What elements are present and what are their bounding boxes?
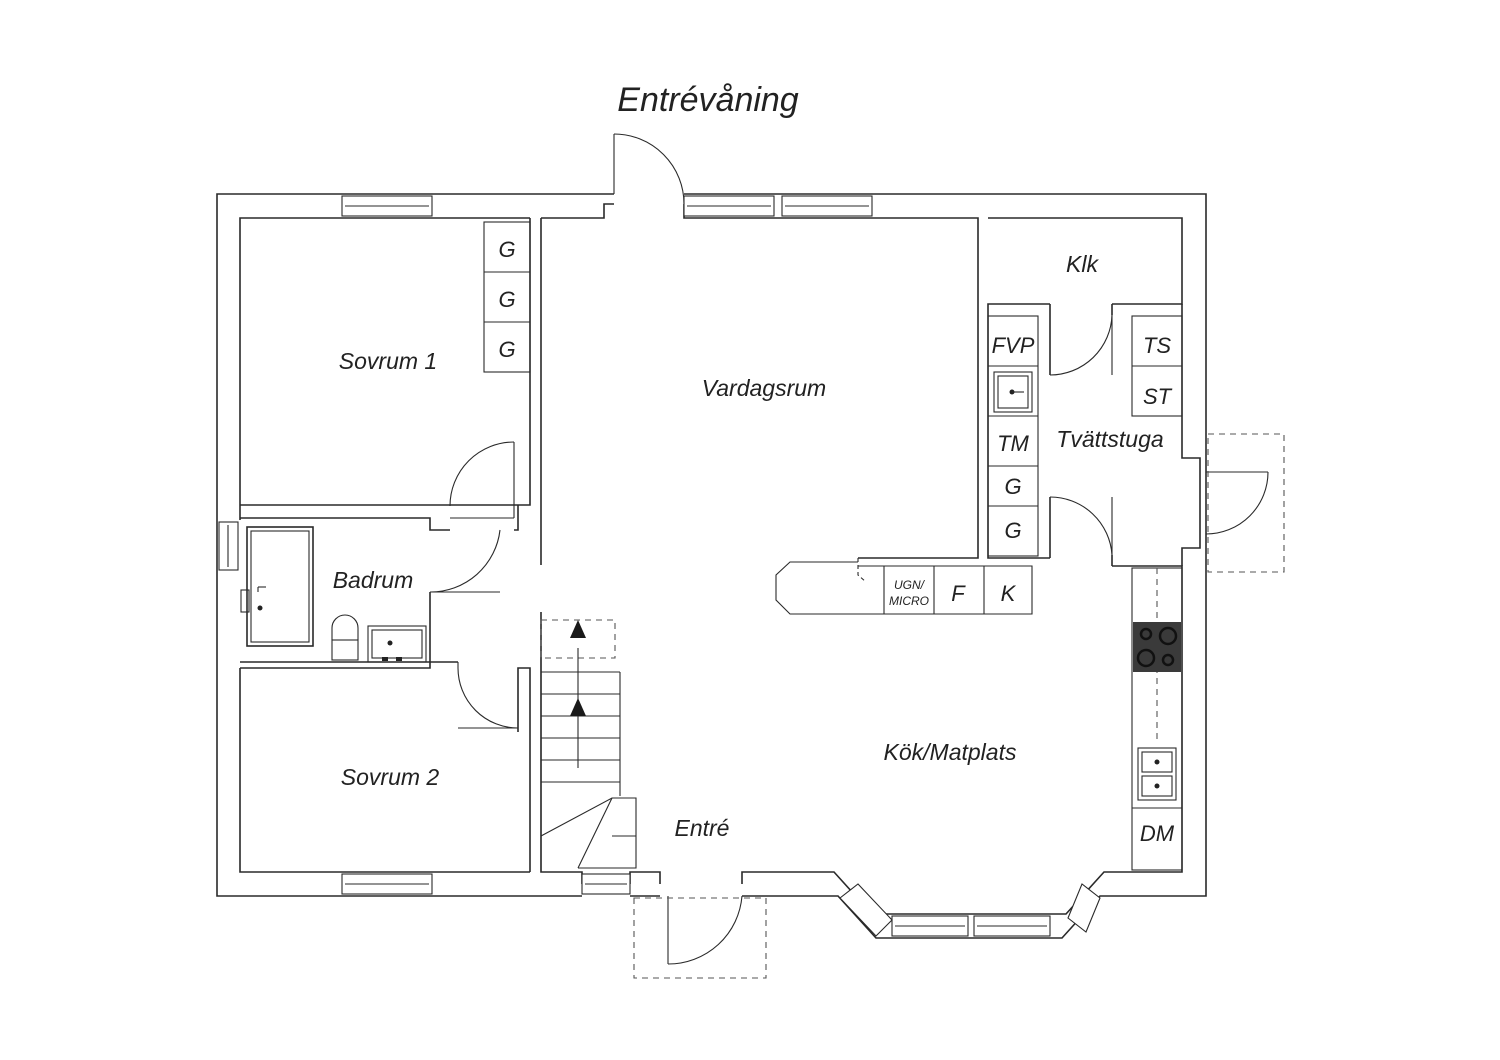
room-label-tvattstuga: Tvättstuga (1056, 426, 1163, 452)
room-label-klk: Klk (1066, 251, 1099, 277)
floor-title: Entrévåning (617, 81, 799, 119)
wardrobe-label: G (1004, 518, 1021, 543)
fvp-label: FVP (992, 333, 1035, 358)
room-label-vardagsrum: Vardagsrum (702, 375, 826, 401)
dm-label: DM (1140, 821, 1175, 846)
wardrobe-label: G (498, 337, 515, 362)
wardrobe-label: G (498, 287, 515, 312)
k-label: K (1001, 581, 1017, 606)
fixture-labels: G G G FVP TM G G TS ST UGN/ MICRO F K DM (498, 237, 1174, 846)
room-label-badrum: Badrum (333, 567, 414, 593)
doors (429, 133, 1285, 979)
room-labels: Sovrum 1 Sovrum 2 Badrum Vardagsrum Klk … (333, 251, 1164, 841)
ts-label: TS (1143, 333, 1171, 358)
bathroom-fixtures (240, 526, 427, 663)
micro-label: MICRO (889, 594, 929, 608)
f-label: F (951, 581, 966, 606)
windows (218, 195, 1101, 937)
wardrobe-label: G (1004, 474, 1021, 499)
wardrobe-label: G (498, 237, 515, 262)
room-label-kok-matplats: Kök/Matplats (884, 739, 1017, 765)
fixture-boxes (483, 221, 1183, 871)
room-label-sovrum-2: Sovrum 2 (341, 764, 440, 790)
staircase (540, 619, 637, 872)
room-label-sovrum-1: Sovrum 1 (339, 348, 437, 374)
st-label: ST (1143, 384, 1173, 409)
ugn-label: UGN/ (894, 578, 926, 592)
tm-label: TM (997, 431, 1029, 456)
room-label-entre: Entré (675, 815, 730, 841)
